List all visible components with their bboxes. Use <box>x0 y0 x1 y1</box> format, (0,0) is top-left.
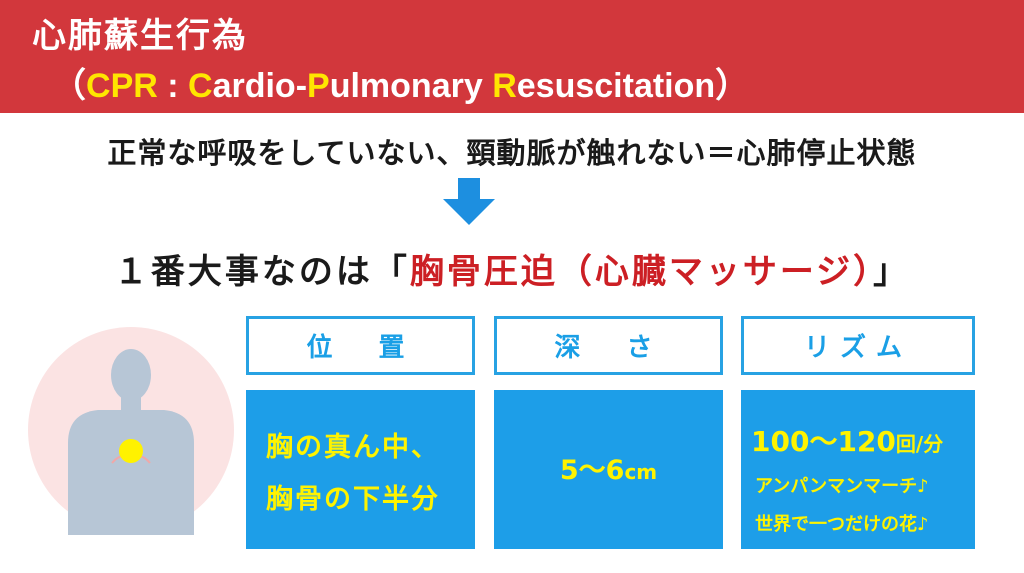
position-panel: 胸の真ん中、 胸骨の下半分 <box>246 390 475 549</box>
position-heading: 位 置 <box>246 316 475 375</box>
subtitle-word-resuscitation: esuscitation <box>516 67 716 105</box>
subtitle-open-paren: （ <box>52 67 86 105</box>
subtitle-colon: : <box>157 67 189 105</box>
rhythm-song-1: アンパンマンマーチ♪ <box>755 476 929 497</box>
key-message-prefix: １番大事なのは「 <box>113 252 410 292</box>
page-title: 心肺蘇生行為 <box>32 16 248 56</box>
position-line-1: 胸の真ん中、 <box>266 432 440 463</box>
subtitle-word-cardio: ardio- <box>212 67 308 105</box>
title-banner: 心肺蘇生行為 （CPR : Cardio-Pulmonary Resuscita… <box>0 0 1024 113</box>
condition-statement: 正常な呼吸をしていない、頸動脈が触れない＝心肺停止状態 <box>107 136 917 170</box>
subtitle-initial-c: C <box>188 67 213 105</box>
subtitle-initial-r: R <box>492 67 517 105</box>
down-arrow-icon <box>443 178 495 225</box>
subtitle-word-pulmonary: ulmonary <box>329 67 493 105</box>
position-line-2: 胸骨の下半分 <box>266 484 440 515</box>
key-message-suffix: 」 <box>873 252 911 292</box>
subtitle-highlight-c: C <box>86 67 111 105</box>
rhythm-unit: 回/分 <box>895 432 944 456</box>
rhythm-number: 100〜120 <box>751 425 896 458</box>
depth-value: 5〜6cm <box>494 448 723 487</box>
position-text: 胸の真ん中、 胸骨の下半分 <box>266 422 440 526</box>
depth-heading: 深 さ <box>494 316 723 375</box>
rhythm-value: 100〜120回/分 <box>751 420 943 460</box>
key-message: １番大事なのは「胸骨圧迫（心臓マッサージ）」 <box>0 244 1024 293</box>
page-subtitle: （CPR : Cardio-Pulmonary Resuscitation） <box>52 58 749 107</box>
subtitle-close-paren: ） <box>715 67 750 105</box>
key-message-emphasis: 胸骨圧迫（心臓マッサージ） <box>409 252 874 292</box>
rhythm-heading: リズム <box>741 316 975 375</box>
depth-number: 5〜6 <box>559 455 625 486</box>
rhythm-panel: 100〜120回/分 アンパンマンマーチ♪ 世界で一つだけの花♪ <box>741 390 975 549</box>
rhythm-song-2: 世界で一つだけの花♪ <box>755 514 929 535</box>
subtitle-initial-p: P <box>307 67 330 105</box>
torso-icon <box>28 327 234 535</box>
depth-unit: cm <box>624 460 658 484</box>
subtitle-highlight-pr: PR <box>110 67 158 105</box>
depth-panel: 5〜6cm <box>494 390 723 549</box>
